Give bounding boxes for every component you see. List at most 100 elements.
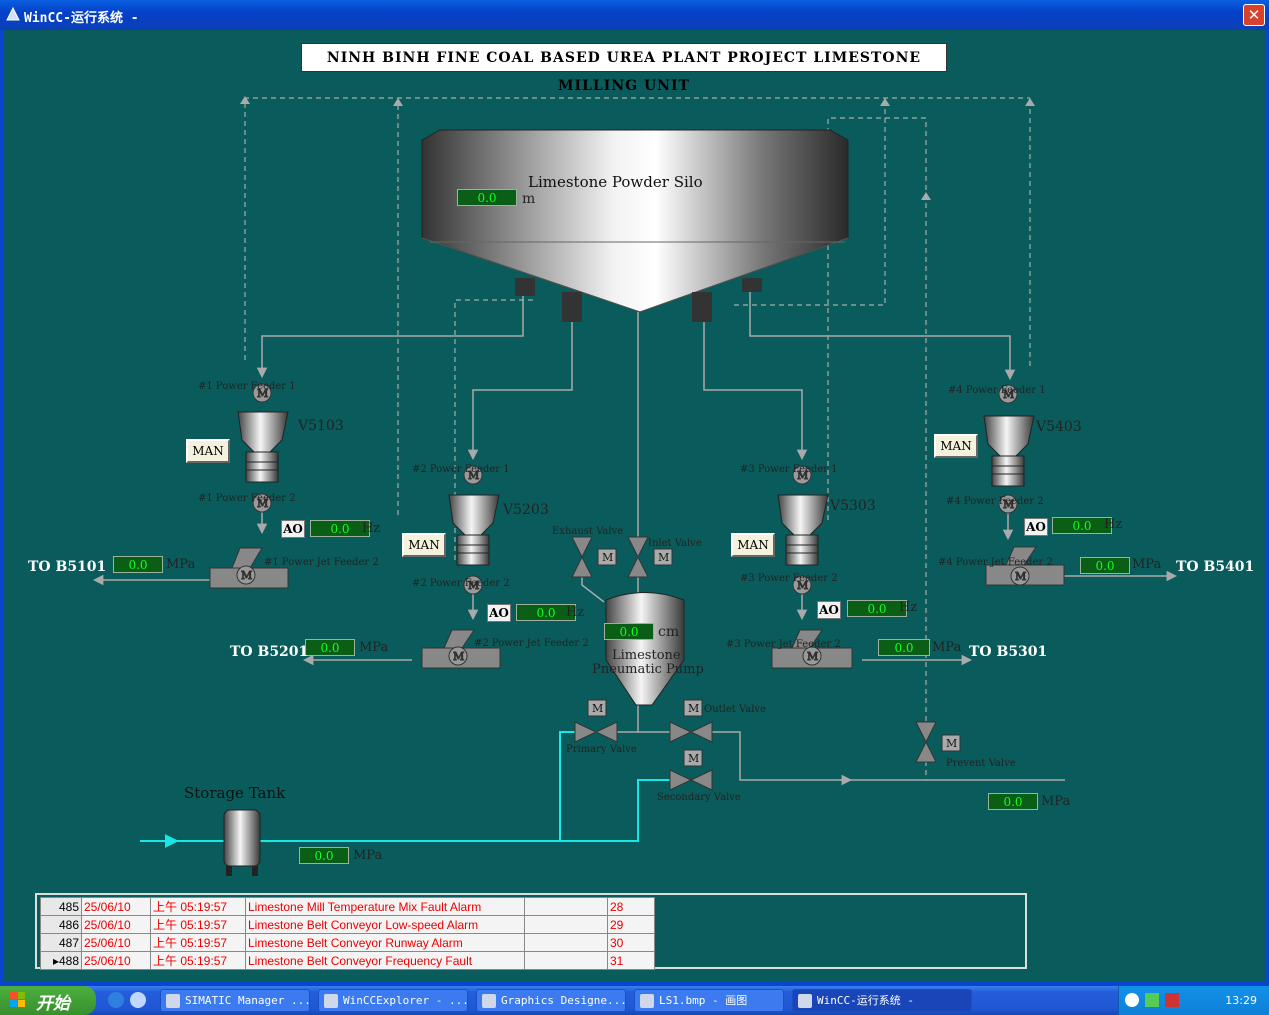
alarm-date: 25/06/10: [81, 897, 151, 916]
row-pointer-icon: ▸: [52, 953, 59, 968]
pump-level-display: 0.0: [604, 623, 654, 640]
motor-jet-u3[interactable]: M: [802, 646, 822, 666]
motor-feeder2-u1[interactable]: M: [252, 493, 272, 513]
alarm-count: 29: [607, 915, 655, 934]
mpa-display-u1: 0.0: [113, 556, 163, 573]
taskbar: 开始 SIMATIC Manager ... WinCCExplorer - .…: [0, 986, 1269, 1015]
close-button[interactable]: ✕: [1243, 4, 1265, 26]
feeder1-label-u3: #3 Power Feeder 1: [740, 464, 838, 475]
primary-valve[interactable]: [574, 699, 618, 743]
valves-group: [571, 536, 961, 791]
simatic-icon: [166, 994, 180, 1008]
line-pressure-unit: MPa: [1041, 794, 1071, 809]
ao-button-u2[interactable]: AO: [487, 604, 511, 622]
svg-text:M: M: [1003, 388, 1014, 401]
alarm-time: 上午 05:19:57: [150, 897, 246, 916]
motor-feeder1-u3[interactable]: M: [792, 465, 812, 485]
clock: 13:29: [1225, 994, 1257, 1007]
storage-tank: [223, 809, 261, 876]
motor-jet-u2[interactable]: M: [448, 646, 468, 666]
feeder2-label-u4: #4 Power Feeder 2: [946, 496, 1044, 507]
security-icon[interactable]: [1165, 993, 1179, 1007]
motor-feeder2-u2[interactable]: M: [463, 575, 483, 595]
task-graphics-designer[interactable]: Graphics Designe...: [476, 989, 626, 1012]
man-button-u2[interactable]: MAN: [402, 533, 446, 557]
hz-display-u2: 0.0: [516, 604, 576, 621]
limestone-silo: [421, 129, 849, 322]
task-wincc-runtime[interactable]: WinCC-运行系统 -: [792, 989, 972, 1012]
alarm-row-selected[interactable]: ▸488 25/06/10 上午 05:19:57 Limestone Belt…: [40, 951, 655, 970]
hz-display-u1: 0.0: [310, 520, 370, 537]
motor-jet-u4[interactable]: M: [1010, 566, 1030, 586]
outlet-valve[interactable]: [669, 699, 713, 743]
pump-label-2: Pneumatic Pump: [592, 662, 704, 677]
mpa-unit-u1: MPa: [166, 557, 196, 572]
motor-feeder1-u2[interactable]: M: [463, 465, 483, 485]
window-title: WinCC-运行系统 -: [24, 11, 139, 26]
task-paint[interactable]: LS1.bmp - 画图: [634, 989, 784, 1012]
alarm-list[interactable]: 485 25/06/10 上午 05:19:57 Limestone Mill …: [35, 893, 1027, 970]
ie-icon[interactable]: [108, 992, 124, 1008]
storage-tank-label: Storage Tank: [184, 784, 286, 802]
outlet-valve-motor: M: [688, 702, 699, 715]
task-wincc-explorer[interactable]: WinCCExplorer - ...: [318, 989, 468, 1012]
motor-jet-u1[interactable]: M: [236, 565, 256, 585]
dest-label-u4: TO B5401: [1176, 559, 1255, 575]
svg-text:M: M: [257, 497, 268, 510]
svg-text:M: M: [797, 469, 808, 482]
exhaust-valve[interactable]: [571, 536, 617, 578]
pump-label-1: Limestone: [612, 648, 681, 663]
silo-level-display: 0.0: [457, 189, 517, 206]
hz-display-u3: 0.0: [847, 600, 907, 617]
alarm-blank: [524, 915, 608, 934]
motor-feeder2-u3[interactable]: M: [792, 575, 812, 595]
silo-label: Limestone Powder Silo: [528, 173, 703, 191]
hz-unit-u1: Hz: [362, 521, 381, 536]
man-button-u4[interactable]: MAN: [934, 434, 978, 458]
motor-feeder1-u4[interactable]: M: [998, 384, 1018, 404]
silo-level-unit: m: [522, 191, 535, 207]
storage-pressure-display: 0.0: [299, 847, 349, 864]
motor-feeder1-u1[interactable]: M: [252, 383, 272, 403]
prevent-valve[interactable]: [915, 721, 961, 763]
motor-feeder2-u4[interactable]: M: [998, 494, 1018, 514]
system-tray: 13:29: [1118, 986, 1269, 1015]
alarm-message: Limestone Belt Conveyor Frequency Fault: [245, 951, 525, 970]
primary-valve-label: Primary Valve: [566, 744, 637, 755]
man-button-u1[interactable]: MAN: [186, 439, 230, 463]
wincc-app-icon: [6, 6, 20, 21]
primary-valve-motor: M: [592, 702, 603, 715]
hz-unit-u4: Hz: [1104, 517, 1123, 532]
secondary-valve-motor: M: [688, 752, 699, 765]
inlet-valve[interactable]: [627, 536, 673, 578]
alarm-row[interactable]: 486 25/06/10 上午 05:19:57 Limestone Belt …: [40, 915, 655, 934]
feeder-hopper-1: [237, 411, 289, 483]
secondary-valve[interactable]: [669, 749, 713, 791]
alarm-date: 25/06/10: [81, 951, 151, 970]
start-button[interactable]: 开始: [0, 986, 96, 1015]
alarm-row[interactable]: 487 25/06/10 上午 05:19:57 Limestone Belt …: [40, 933, 655, 952]
tray-expand-icon[interactable]: [1125, 993, 1139, 1007]
alarm-number: 486: [40, 915, 82, 934]
alarm-number: 485: [40, 897, 82, 916]
ao-button-u4[interactable]: AO: [1024, 518, 1048, 536]
svg-text:M: M: [257, 387, 268, 400]
process-diagram: M M M M M M M M M M M M M M M M M M E: [92, 96, 1178, 876]
ao-button-u3[interactable]: AO: [817, 601, 841, 619]
line-pressure-display: 0.0: [988, 793, 1038, 810]
network-icon[interactable]: [1145, 993, 1159, 1007]
desktop-icon[interactable]: [130, 992, 146, 1008]
man-button-u3[interactable]: MAN: [731, 533, 775, 557]
svg-text:M: M: [1015, 570, 1026, 583]
windows-flag-icon: [10, 992, 25, 1007]
jet-label-u4: #4 Power Jet Feeder 2: [938, 557, 1053, 568]
ao-button-u1[interactable]: AO: [281, 520, 305, 538]
feeder2-label-u1: #1 Power Feeder 2: [198, 493, 296, 504]
start-label: 开始: [36, 994, 70, 1014]
alarm-row[interactable]: 485 25/06/10 上午 05:19:57 Limestone Mill …: [40, 897, 655, 916]
exhaust-valve-motor: M: [602, 551, 613, 564]
feeder-hopper-3: [777, 494, 829, 566]
prevent-valve-label: Prevent Valve: [946, 758, 1016, 769]
exhaust-valve-label: Exhaust Valve: [552, 526, 623, 537]
task-simatic-manager[interactable]: SIMATIC Manager ...: [160, 989, 310, 1012]
